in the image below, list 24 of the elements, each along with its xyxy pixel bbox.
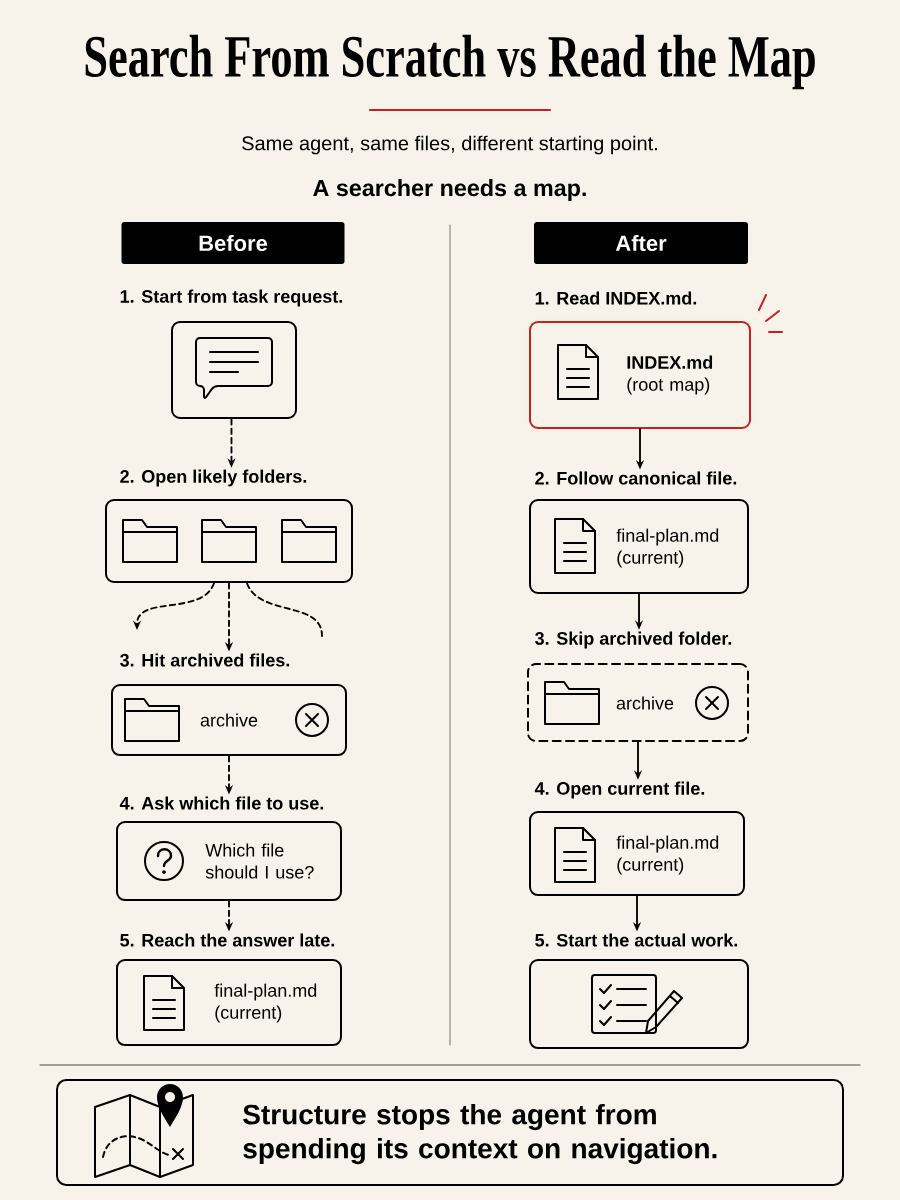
step-heading: 4. Ask which file to use.: [119, 796, 324, 810]
subtitle: Same agent, same files, different starting point.: [242, 135, 657, 155]
step-box: archive: [111, 684, 347, 756]
step-box: final-plan.md (current): [116, 959, 342, 1046]
step-heading: 5. Reach the answer late.: [120, 933, 335, 947]
step-box: final-plan.md (current): [529, 499, 749, 594]
step-box: final-plan.md (current): [529, 811, 745, 896]
subtitle: A searcher needs a map.: [313, 179, 586, 201]
step-heading: 4. Open current file.: [534, 781, 705, 799]
step-heading: 3. Hit archived files.: [120, 653, 290, 667]
step-box: Which file should I use?: [116, 821, 342, 901]
step-heading: 1. Start from task request.: [120, 289, 343, 307]
column-header: Before: [121, 222, 345, 264]
title: Search From Scratch vs Read the Map: [85, 34, 815, 90]
step-heading: 5. Start the actual work.: [535, 933, 738, 947]
step-heading: 2. Follow canonical file.: [535, 471, 737, 485]
connector: [246, 582, 323, 637]
step-heading: 2. Open likely folders.: [120, 469, 307, 487]
column-header: After: [534, 222, 748, 264]
step-box: INDEX.md (root map): [529, 321, 751, 429]
step-heading: 1. Read INDEX.md.: [535, 291, 697, 305]
step-box: archive: [527, 663, 749, 742]
step-heading: 3. Skip archived folder.: [535, 631, 732, 649]
summary-box: Structure stops the agent from spending its context on navigation.: [56, 1079, 844, 1186]
